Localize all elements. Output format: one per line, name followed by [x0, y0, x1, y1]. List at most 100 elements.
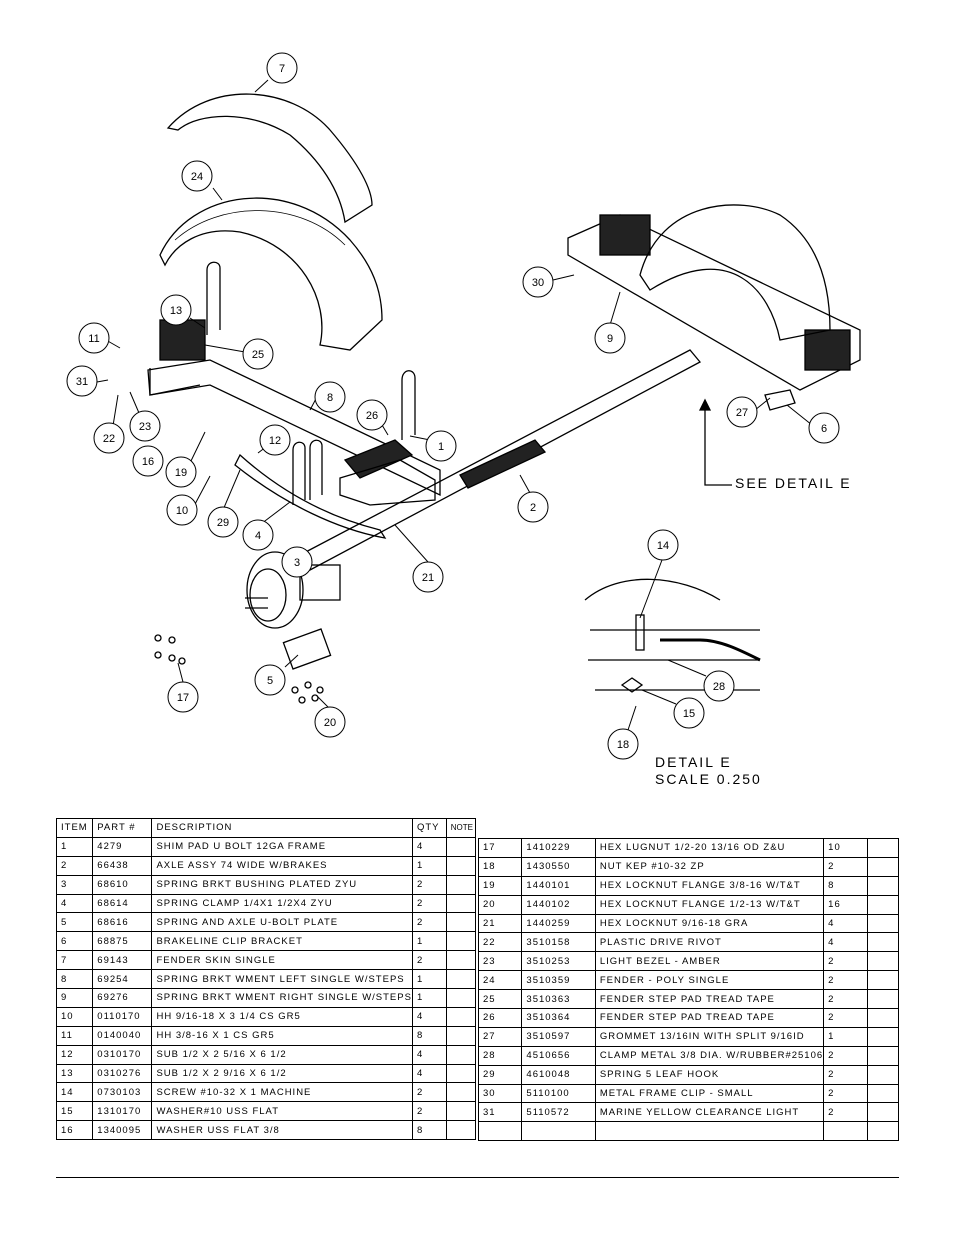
fastener-group-17 — [154, 634, 186, 665]
callout-balloon — [808, 412, 840, 444]
bom-cell-qty: 2 — [411, 1082, 447, 1103]
bom-cell-item: 13 — [55, 1063, 94, 1084]
bom-cell-part: 68875 — [92, 931, 153, 952]
footer-rule — [56, 1177, 899, 1178]
bom-cell-part: 5110100 — [521, 1083, 596, 1104]
bom-cell-qty: 8 — [411, 1025, 447, 1046]
callout-balloon — [254, 664, 286, 696]
bom-cell-desc: MARINE YELLOW CLEARANCE LIGHT — [594, 1102, 825, 1123]
bom-cell-desc: METAL FRAME CLIP - SMALL — [594, 1083, 825, 1104]
bom-cell-part: 1430550 — [521, 856, 596, 877]
callout-balloon — [242, 338, 274, 370]
bom-cell-note — [445, 912, 477, 933]
callout-balloon — [242, 519, 274, 551]
callout-number: 23 — [139, 421, 151, 433]
callout-balloon — [78, 322, 110, 354]
callout-balloon — [207, 506, 239, 538]
brake-drum — [246, 551, 304, 629]
callout-balloon — [647, 529, 679, 561]
bom-cell-part: 1440101 — [521, 875, 596, 896]
callout-balloon — [425, 430, 457, 462]
fastener-group-20 — [291, 681, 324, 704]
bom-cell-note — [445, 1006, 477, 1027]
bom-cell-qty — [823, 1121, 868, 1142]
callout-number: 18 — [617, 739, 629, 751]
bom-cell-desc: HH 3/8-16 X 1 CS GR5 — [151, 1025, 413, 1046]
bom-cell-desc: WASHER#10 USS FLAT — [151, 1101, 413, 1122]
bom-cell-qty: 2 — [411, 874, 447, 895]
bom-cell-part: 4279 — [92, 836, 153, 857]
bom-cell-part: 3510158 — [521, 932, 596, 953]
bom-cell-qty: 16 — [823, 894, 868, 915]
callout-number: 3 — [294, 557, 300, 569]
callout-number: 31 — [76, 376, 88, 388]
detail-scale: SCALE 0.250 — [655, 771, 762, 787]
bom-cell-item: 3 — [55, 874, 94, 895]
bom-cell-part: 68616 — [92, 912, 153, 933]
bom-cell-qty: 2 — [411, 950, 447, 971]
callout-balloon — [66, 365, 98, 397]
bom-cell-part: 1440102 — [521, 894, 596, 915]
bom-cell-qty: 1 — [411, 988, 447, 1008]
bom-cell-qty: 2 — [823, 1045, 868, 1066]
bom-row — [477, 1121, 900, 1142]
u-bolt-plate — [282, 628, 332, 670]
bom-cell-item: 7 — [55, 950, 94, 971]
bom-cell-desc: SPRING AND AXLE U-BOLT PLATE — [151, 912, 413, 933]
callout-number: 17 — [177, 692, 189, 704]
bom-cell-note — [445, 1101, 477, 1122]
bom-cell-desc: HEX LOCKNUT 9/16-18 GRA — [594, 913, 825, 934]
bom-cell-desc: LIGHT BEZEL - AMBER — [594, 951, 825, 972]
bom-cell-part: 0110170 — [92, 1006, 153, 1027]
bom-header-note: NOTE — [445, 818, 477, 838]
callout-number: 14 — [657, 540, 669, 552]
callout-number: 4 — [255, 530, 261, 542]
callout-balloon — [673, 697, 705, 729]
bom-cell-item: 16 — [55, 1120, 94, 1141]
bom-cell-note — [866, 1102, 900, 1123]
callout-balloon — [160, 294, 192, 326]
callout-balloon — [93, 422, 125, 454]
bom-cell-part: 0310276 — [92, 1063, 153, 1084]
bom-cell-note — [866, 932, 900, 953]
bom-header-part: PART # — [92, 818, 153, 838]
callout-balloon — [726, 396, 758, 428]
callout-number: 1 — [438, 441, 444, 453]
bom-cell-item: 24 — [477, 970, 523, 991]
bom-cell-qty: 2 — [823, 1083, 868, 1104]
bom-cell-qty: 4 — [823, 913, 868, 934]
bom-cell-item: 21 — [477, 913, 523, 934]
exploded-assembly-drawing: 7243013911253182762223261161912102942321… — [66, 52, 861, 760]
bom-cell-qty: 2 — [823, 989, 868, 1010]
bom-header-qty: QTY — [411, 818, 447, 838]
callout-number: 15 — [683, 708, 695, 720]
bom-cell-item: 1 — [55, 836, 94, 857]
callout-number: 24 — [191, 171, 203, 183]
bom-cell-item: 9 — [55, 988, 94, 1008]
callout-balloon — [259, 424, 291, 456]
bom-cell-note — [866, 970, 900, 991]
bom-cell-item: 26 — [477, 1008, 523, 1028]
bom-cell-desc: CLAMP METAL 3/8 DIA. W/RUBBER#25106 — [594, 1045, 825, 1066]
bom-cell-desc: SPRING BRKT BUSHING PLATED ZYU — [151, 874, 413, 895]
bom-cell-item: 5 — [55, 912, 94, 933]
bom-cell-note — [445, 1063, 477, 1084]
callout-balloon — [281, 546, 313, 578]
bom-cell-note — [866, 1045, 900, 1066]
bom-cell-part: 1340095 — [92, 1120, 153, 1141]
bom-cell-qty: 2 — [823, 1008, 868, 1028]
callout-balloon — [314, 381, 346, 413]
callout-balloon — [129, 410, 161, 442]
bom-cell-desc: BRAKELINE CLIP BRACKET — [151, 931, 413, 952]
callout-balloon — [703, 670, 735, 702]
